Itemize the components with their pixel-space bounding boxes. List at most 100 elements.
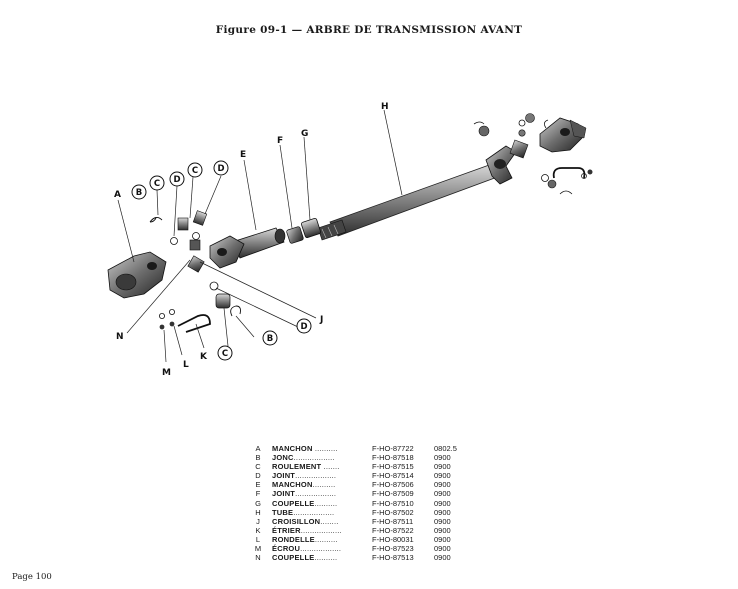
part-letter: N (255, 553, 261, 563)
part-letter: F (255, 489, 261, 499)
label-h: H (381, 102, 389, 112)
front-joint-parts (149, 210, 241, 333)
part-leader-dots: .......... (314, 498, 338, 508)
part-reference: F-HO-87510 (372, 498, 414, 508)
label-j: J (319, 315, 323, 325)
part-name: JONC.................. (272, 453, 372, 462)
part-reference: F-HO-87509 (372, 489, 414, 499)
part-letter: E (255, 480, 261, 490)
seal-cup-parts (286, 218, 321, 244)
part-name: JOINT.................. (272, 489, 372, 498)
part-name: ÉCROU.................. (272, 544, 372, 553)
part-letter: M (254, 544, 262, 554)
tube-yoke (485, 145, 517, 185)
part-leader-dots: .......... (312, 444, 338, 453)
part-reference: F-HO-80031 (372, 534, 414, 544)
part-leader-dots: .......... (314, 534, 338, 544)
part-name: MANCHON.......... (272, 480, 372, 489)
part-name-text: TUBE (272, 507, 294, 517)
tube-shaft (317, 163, 501, 241)
label-l: L (183, 360, 189, 370)
part-name-text: ROULEMENT (272, 462, 322, 472)
part-code: 0900 (434, 534, 451, 544)
page-number: Page 100 (12, 572, 52, 582)
circled-callouts: C D C D B D B C (131, 160, 312, 361)
part-letter: C (255, 462, 261, 472)
part-name: COUPELLE.......... (272, 499, 372, 508)
part-leader-dots: .................. (295, 489, 337, 499)
leader-lines (117, 109, 403, 363)
part-reference: F-HO-87523 (372, 544, 414, 554)
label-a: A (114, 190, 121, 200)
part-letter: B (255, 453, 261, 463)
callout-circle-b-top: C (149, 175, 165, 191)
part-letter: H (255, 507, 261, 517)
label-e: E (240, 150, 246, 160)
part-leader-dots: .................. (300, 544, 342, 554)
label-f: F (277, 136, 283, 146)
part-name-text: ÉCROU (272, 544, 301, 554)
part-letter: G (255, 498, 261, 508)
label-n: N (116, 332, 124, 342)
part-leader-dots: .......... (312, 480, 336, 490)
slip-yoke (209, 227, 286, 269)
part-name-text: JOINT (272, 471, 296, 481)
part-name: ÉTRIER.................. (272, 526, 372, 535)
callout-circle-d1: D (169, 171, 185, 187)
part-reference: F-HO-87722 (372, 444, 414, 453)
front-manchon (107, 251, 167, 299)
parts-row: B JONC..................F-HO-87518 0900 (244, 453, 474, 462)
part-code: 0900 (434, 544, 451, 554)
part-code: 0900 (434, 525, 451, 535)
part-letter: L (255, 534, 261, 544)
callout-circle-b-bottom: B (262, 330, 278, 346)
part-reference: F-HO-87522 (372, 525, 414, 535)
part-reference: F-HO-87518 (372, 453, 414, 463)
part-code: 0900 (434, 453, 451, 463)
part-name-text: COUPELLE (272, 553, 315, 563)
callout-circle-d2: D (213, 160, 229, 176)
part-code: 0900 (434, 516, 451, 526)
parts-row: L RONDELLE.......... F-HO-80031 0900 (244, 535, 474, 544)
figure-title: Figure 09-1 — ARBRE DE TRANSMISSION AVAN… (215, 24, 523, 36)
part-reference: F-HO-87506 (372, 480, 414, 490)
callout-circle-b-left: B (131, 184, 147, 200)
callout-circle-c3: C (217, 345, 233, 361)
part-name: MANCHON .......... (272, 444, 372, 453)
label-k: K (200, 352, 208, 362)
part-name-text: ÉTRIER (272, 525, 301, 535)
part-name-text: JOINT (272, 489, 296, 499)
part-letter: J (256, 516, 260, 526)
rear-joint-assembly (473, 113, 593, 195)
part-letter: D (255, 471, 261, 481)
part-name: ROULEMENT ....... (272, 462, 372, 471)
part-leader-dots: .................. (300, 525, 342, 535)
part-name-text: RONDELLE (272, 534, 315, 544)
svg-text:C: C (222, 349, 228, 359)
part-code: 0900 (434, 489, 451, 499)
part-letter: K (255, 525, 261, 535)
part-name: CROISILLON........ (272, 517, 372, 526)
part-reference: F-HO-87502 (372, 507, 414, 517)
part-leader-dots: .......... (314, 553, 338, 563)
svg-text:D: D (217, 164, 224, 174)
part-code: 0900 (434, 462, 451, 472)
part-leader-dots: .................. (293, 453, 335, 463)
part-name: COUPELLE.......... (272, 553, 372, 562)
part-reference: F-HO-87514 (372, 471, 414, 481)
svg-text:D: D (173, 175, 180, 185)
svg-text:B: B (267, 334, 273, 344)
callout-circle-c2: C (187, 162, 203, 178)
svg-text:D: D (300, 322, 307, 332)
part-leader-dots: ........ (320, 516, 339, 526)
